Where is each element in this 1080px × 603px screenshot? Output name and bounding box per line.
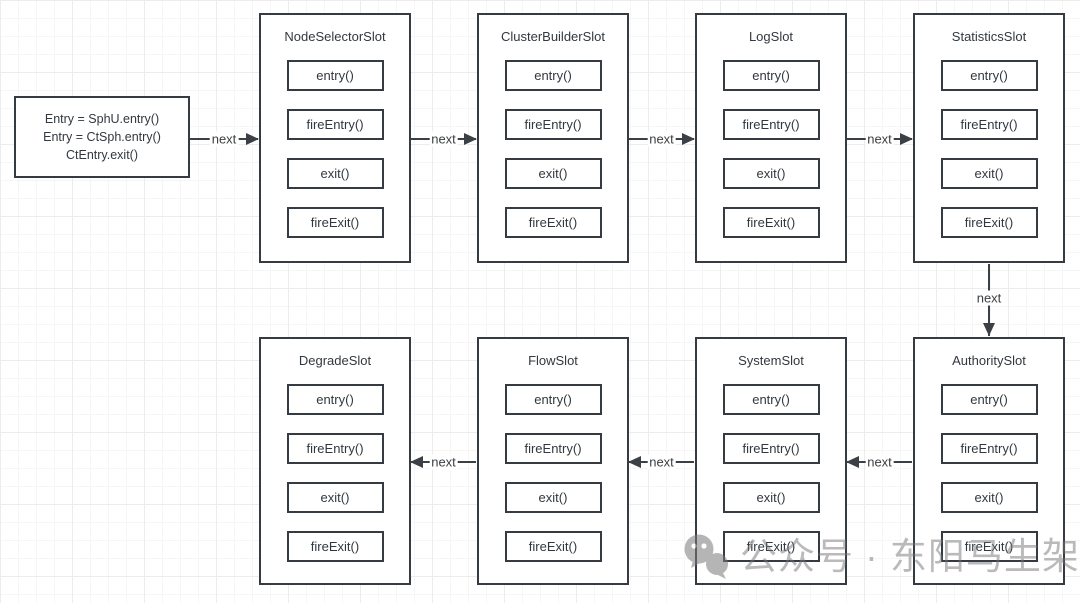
slot-box-flow: FlowSlot entry() fireEntry() exit() fireExit…	[477, 337, 629, 585]
arrowhead-left-icon	[846, 455, 859, 468]
slot-methods: entry() fireEntry() exit() fireExit()	[504, 60, 602, 238]
method-box: fireEntry()	[504, 433, 602, 464]
method-box: entry()	[286, 384, 384, 415]
arrowhead-right-icon	[464, 132, 477, 145]
entry-code-line: Entry = CtSph.entry()	[43, 130, 161, 144]
method-box: fireExit()	[504, 207, 602, 238]
method-box: fireEntry()	[504, 109, 602, 140]
slot-title: FlowSlot	[528, 353, 578, 368]
method-box: entry()	[940, 60, 1038, 91]
method-box: exit()	[504, 158, 602, 189]
arrowhead-right-icon	[246, 132, 259, 145]
slot-title: NodeSelectorSlot	[284, 29, 386, 44]
arrowhead-right-icon	[682, 132, 695, 145]
arrow-label: next	[429, 131, 458, 147]
slot-box-cluster-builder: ClusterBuilderSlot entry() fireEntry() exit…	[477, 13, 629, 263]
arrow-label: next	[973, 290, 1005, 306]
method-box: fireExit()	[940, 207, 1038, 238]
slot-box-system: SystemSlot entry() fireEntry() exit() fireEx…	[695, 337, 847, 585]
arrowhead-down-icon	[982, 323, 995, 336]
method-box: fireEntry()	[722, 109, 820, 140]
slot-methods: entry() fireEntry() exit() fireExit()	[722, 60, 820, 238]
arrowhead-left-icon	[628, 455, 641, 468]
method-box: exit()	[286, 482, 384, 513]
method-box: fireExit()	[504, 531, 602, 562]
method-box: exit()	[722, 482, 820, 513]
slot-title: ClusterBuilderSlot	[500, 29, 606, 44]
slot-methods: entry() fireEntry() exit() fireExit()	[940, 384, 1038, 562]
slot-methods: entry() fireEntry() exit() fireExit()	[940, 60, 1038, 238]
method-box: fireExit()	[286, 207, 384, 238]
arrow-label: next	[647, 454, 676, 470]
method-box: fireExit()	[940, 531, 1038, 562]
slot-box-node-selector: NodeSelectorSlot entry() fireEntry() exit()…	[259, 13, 411, 263]
slot-methods: entry() fireEntry() exit() fireExit()	[286, 384, 384, 562]
slot-title: LogSlot	[748, 29, 794, 44]
slot-title: StatisticsSlot	[951, 29, 1027, 44]
method-box: exit()	[286, 158, 384, 189]
method-box: entry()	[722, 60, 820, 91]
method-box: fireEntry()	[286, 109, 384, 140]
method-box: fireEntry()	[940, 433, 1038, 464]
entry-code-line: CtEntry.exit()	[66, 148, 138, 162]
arrow-label: next	[429, 454, 458, 470]
method-box: fireExit()	[722, 207, 820, 238]
slot-title: DegradeSlot	[298, 353, 372, 368]
entry-box: Entry = SphU.entry() Entry = CtSph.entry…	[14, 96, 190, 178]
method-box: exit()	[504, 482, 602, 513]
slot-box-statistics: StatisticsSlot entry() fireEntry() exit() fi…	[913, 13, 1065, 263]
method-box: fireEntry()	[722, 433, 820, 464]
method-box: entry()	[504, 60, 602, 91]
arrowhead-left-icon	[410, 455, 423, 468]
slot-methods: entry() fireEntry() exit() fireExit()	[504, 384, 602, 562]
arrow-label: next	[865, 131, 894, 147]
method-box: exit()	[722, 158, 820, 189]
slot-methods: entry() fireEntry() exit() fireExit()	[722, 384, 820, 562]
entry-code-line: Entry = SphU.entry()	[44, 112, 160, 126]
method-box: fireExit()	[722, 531, 820, 562]
method-box: entry()	[286, 60, 384, 91]
method-box: entry()	[722, 384, 820, 415]
arrow-label: next	[865, 454, 894, 470]
slot-methods: entry() fireEntry() exit() fireExit()	[286, 60, 384, 238]
method-box: fireEntry()	[286, 433, 384, 464]
method-box: entry()	[504, 384, 602, 415]
arrowhead-right-icon	[900, 132, 913, 145]
slot-box-log: LogSlot entry() fireEntry() exit() fireExit(…	[695, 13, 847, 263]
method-box: fireExit()	[286, 531, 384, 562]
arrow-label: next	[209, 131, 239, 147]
method-box: exit()	[940, 482, 1038, 513]
slot-title: AuthoritySlot	[952, 353, 1026, 368]
method-box: fireEntry()	[940, 109, 1038, 140]
slot-box-authority: AuthoritySlot entry() fireEntry() exit() fir…	[913, 337, 1065, 585]
slot-title: SystemSlot	[738, 353, 804, 368]
slot-box-degrade: DegradeSlot entry() fireEntry() exit() fireE…	[259, 337, 411, 585]
arrow-label: next	[647, 131, 676, 147]
method-box: exit()	[940, 158, 1038, 189]
method-box: entry()	[940, 384, 1038, 415]
